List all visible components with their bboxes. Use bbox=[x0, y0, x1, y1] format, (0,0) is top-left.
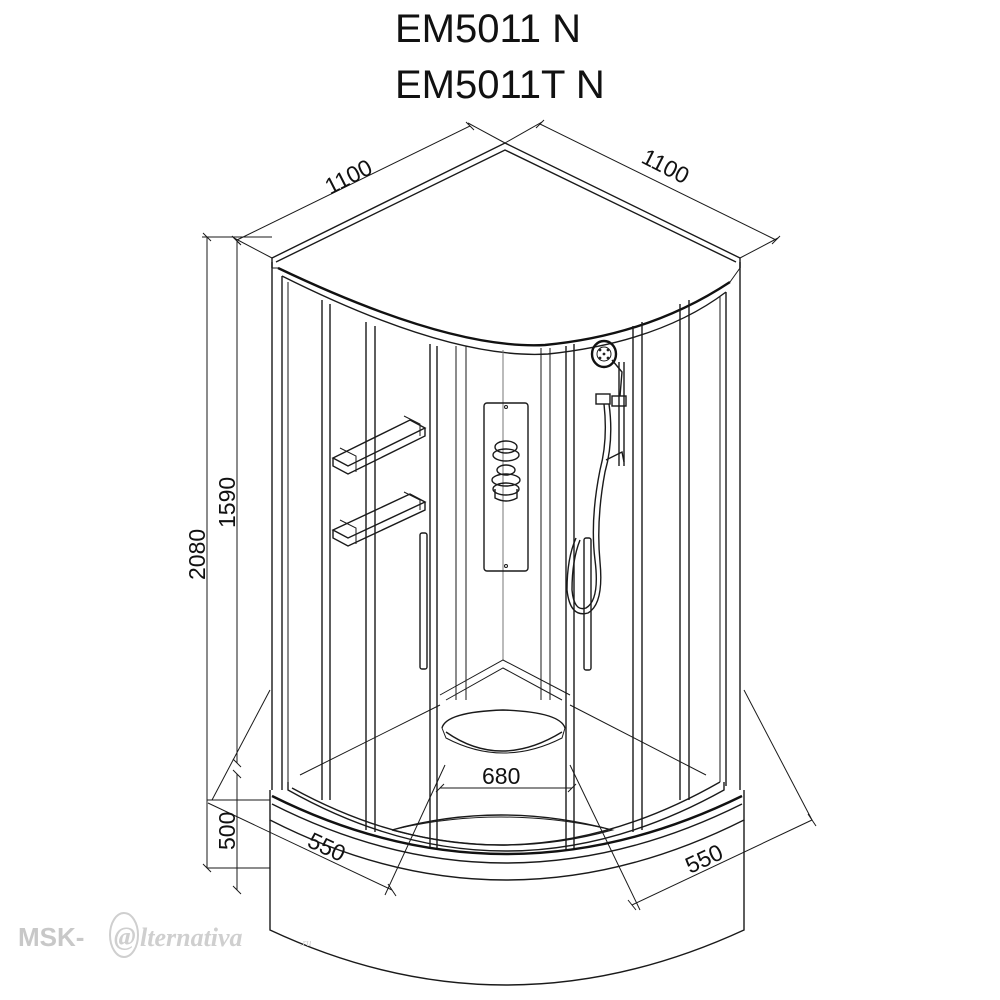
shower-head-icon bbox=[590, 339, 623, 397]
dimension-lines bbox=[202, 119, 817, 911]
dim-total-height: 2080 bbox=[184, 529, 210, 580]
door-handle-left bbox=[419, 532, 428, 670]
model-title-2: EM5011T N bbox=[395, 63, 605, 107]
dim-top-right-width: 1100 bbox=[638, 143, 694, 189]
dim-tray-left: 550 bbox=[304, 827, 350, 867]
dim-door-opening: 680 bbox=[482, 763, 520, 789]
tray-interior bbox=[287, 704, 725, 852]
watermark-logo: MSK- @ lternativa .ru bbox=[18, 912, 311, 958]
shelf-upper bbox=[331, 415, 427, 475]
shower-tray bbox=[269, 790, 745, 986]
watermark-tld: .ru bbox=[300, 938, 311, 949]
mixer-knob-icon bbox=[491, 440, 521, 502]
model-title-1: EM5011 N bbox=[395, 7, 581, 51]
shower-set bbox=[566, 339, 627, 615]
cabin-frame bbox=[271, 262, 741, 850]
shelf-lower bbox=[331, 491, 427, 547]
dim-tray-height: 500 bbox=[214, 812, 240, 850]
watermark-prefix: MSK- bbox=[18, 922, 84, 952]
dim-glass-height: 1590 bbox=[214, 477, 240, 528]
door-handle-right bbox=[583, 537, 592, 671]
back-wall bbox=[439, 350, 571, 701]
control-panel bbox=[483, 402, 529, 572]
dim-top-left-width: 1100 bbox=[320, 154, 376, 200]
watermark-at: @ bbox=[114, 922, 136, 951]
watermark-suffix: lternativa bbox=[140, 923, 243, 952]
